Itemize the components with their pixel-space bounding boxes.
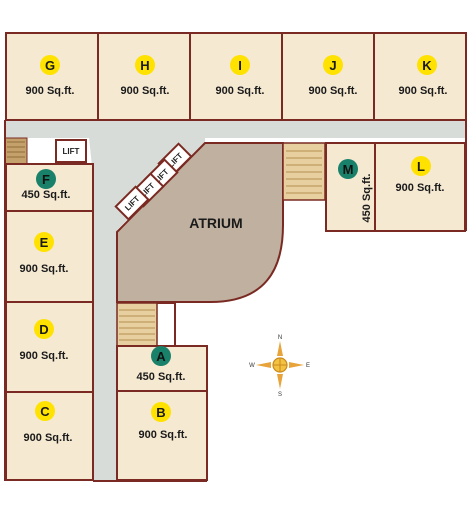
unit-area: 900 Sq.ft. — [139, 429, 188, 441]
atrium-floor — [116, 142, 284, 303]
compass-arrow-north — [277, 341, 283, 356]
staircase-west — [4, 137, 28, 165]
unit-area: 900 Sq.ft. — [396, 182, 445, 194]
building-outline — [4, 120, 467, 482]
unit-J[interactable]: J 900 Sq.ft. — [281, 32, 375, 121]
unit-area: 900 Sq.ft. — [216, 85, 265, 97]
unit-letter: F — [42, 172, 50, 187]
unit-badge — [151, 346, 171, 366]
compass-south-label: S — [278, 392, 282, 398]
unit-badge — [411, 156, 431, 176]
unit-letter: B — [156, 405, 165, 420]
unit-area: 900 Sq.ft. — [121, 85, 170, 97]
compass-west-label: W — [249, 363, 255, 369]
unit-area: 900 Sq.ft. — [399, 85, 448, 97]
compass-north-label: N — [278, 335, 282, 341]
unit-area: 450 Sq.ft. — [137, 371, 186, 383]
unit-badge — [417, 55, 437, 75]
unit-letter: G — [45, 58, 55, 73]
unit-letter: L — [417, 159, 425, 174]
compass-arrow-south — [277, 374, 283, 389]
unit-area: 900 Sq.ft. — [20, 263, 69, 275]
unit-area: 900 Sq.ft. — [24, 432, 73, 444]
unit-D[interactable]: D 900 Sq.ft. — [5, 301, 94, 393]
unit-E[interactable]: E 900 Sq.ft. — [5, 210, 94, 303]
unit-H[interactable]: H 900 Sq.ft. — [97, 32, 191, 121]
unit-C[interactable]: C 900 Sq.ft. — [5, 391, 94, 481]
unit-letter: I — [238, 58, 242, 73]
unit-badge — [40, 55, 60, 75]
unit-letter: M — [343, 162, 354, 177]
unit-letter: C — [40, 404, 50, 419]
unit-badge — [36, 169, 56, 189]
unit-area: 900 Sq.ft. — [309, 85, 358, 97]
compass-arrow-east — [289, 362, 304, 368]
unit-badge — [338, 159, 358, 179]
unit-badge — [135, 55, 155, 75]
lift-west: LIFT — [55, 139, 87, 163]
unit-F[interactable]: F 450 Sq.ft. — [5, 163, 94, 212]
unit-L[interactable]: L 900 Sq.ft. — [374, 142, 466, 232]
unit-B[interactable]: B 900 Sq.ft. — [116, 390, 208, 481]
unit-letter: J — [329, 58, 336, 73]
staircase-east — [282, 142, 326, 201]
unit-badge — [34, 232, 54, 252]
unit-letter: D — [39, 322, 48, 337]
atrium: ATRIUM — [116, 142, 284, 303]
unit-letter: K — [422, 58, 432, 73]
atrium-label: ATRIUM — [189, 215, 242, 231]
unit-area: 450 Sq.ft. — [361, 174, 373, 223]
lift-diagonal-4: LIFT — [114, 185, 150, 221]
unit-letter: E — [40, 235, 49, 250]
unit-area: 900 Sq.ft. — [26, 85, 75, 97]
compass-rose: N S E W — [249, 335, 310, 398]
lift-label: LIFT — [63, 147, 80, 156]
unit-A[interactable]: A 450 Sq.ft. — [116, 345, 208, 392]
unit-badge — [151, 402, 171, 422]
unit-letter: H — [140, 58, 149, 73]
unit-area: 900 Sq.ft. — [20, 350, 69, 362]
unit-area: 450 Sq.ft. — [22, 189, 71, 201]
unit-badge — [35, 401, 55, 421]
unit-badge — [230, 55, 250, 75]
compass-east-label: E — [306, 363, 310, 369]
unit-K[interactable]: K 900 Sq.ft. — [373, 32, 467, 121]
unit-M[interactable]: M 450 Sq.ft. — [325, 142, 376, 232]
unit-G[interactable]: G 900 Sq.ft. — [5, 32, 99, 121]
unit-letter: A — [156, 349, 166, 364]
top-corridor — [5, 120, 465, 138]
staircase-south — [116, 302, 176, 347]
unit-I[interactable]: I 900 Sq.ft. — [189, 32, 283, 121]
unit-badge — [323, 55, 343, 75]
compass-arrow-west — [256, 362, 271, 368]
unit-badge — [34, 319, 54, 339]
